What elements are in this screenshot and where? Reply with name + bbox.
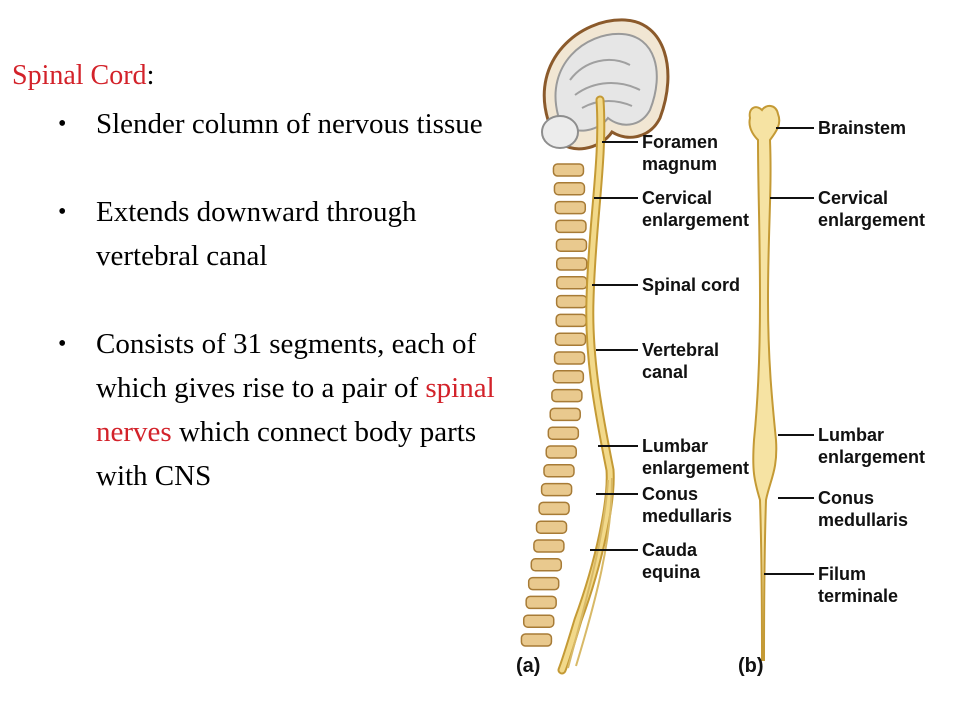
bullet-dot: •: [58, 111, 67, 137]
structure-label: Filum: [818, 564, 866, 584]
vertebra: [555, 313, 587, 328]
panel-b-tag: (b): [738, 655, 764, 677]
structure-label: Lumbar: [818, 425, 884, 445]
vertebra: [555, 219, 587, 234]
structure-label: Conus: [818, 488, 874, 508]
bullet-dot: •: [58, 331, 67, 357]
vertebra: [555, 294, 588, 309]
vertebra: [522, 614, 555, 628]
structure-label: equina: [642, 562, 701, 582]
bullet-text: Extends downward through vertebral canal: [96, 196, 417, 272]
vertebra: [547, 426, 580, 440]
vertebra: [556, 276, 588, 290]
vertebra: [527, 576, 560, 591]
structure-label: enlargement: [642, 458, 749, 478]
vertebra: [530, 558, 563, 572]
bullet-text: Consists of 31 segments, each of which g…: [96, 328, 477, 404]
structure-label: enlargement: [818, 447, 925, 467]
vertebra: [551, 388, 583, 403]
vertebra: [552, 370, 585, 384]
structure-label: Cervical: [818, 188, 888, 208]
bullet-text: Slender column of nervous tissue: [96, 108, 483, 140]
vertebra: [525, 595, 557, 610]
structure-label: Lumbar: [642, 436, 708, 456]
vertebra: [555, 238, 588, 252]
vertebral-column: [520, 163, 588, 647]
heading-title: Spinal Cord: [12, 60, 147, 91]
bullet-item: • Consists of 31 segments, each of which …: [12, 322, 506, 498]
structure-label: medullaris: [642, 506, 732, 526]
vertebra: [543, 464, 575, 478]
highlighted-term: spinal nerves: [96, 372, 495, 448]
bullet-text: which connect body parts with CNS: [96, 416, 477, 492]
structure-label: Vertebral: [642, 340, 719, 360]
structure-label: canal: [642, 362, 688, 382]
vertebra: [554, 200, 587, 215]
structure-label: Conus: [642, 484, 698, 504]
structure-label: Foramen: [642, 132, 718, 152]
vertebra: [555, 257, 588, 271]
panel-a-tag: (a): [516, 655, 540, 677]
vertebra: [538, 501, 570, 516]
skull: [541, 18, 670, 151]
vertebra: [520, 633, 553, 647]
slide-text: Spinal Cord: • Slender column of nervous …: [12, 58, 512, 542]
bullet-item: • Slender column of nervous tissue: [12, 102, 526, 146]
structure-label: enlargement: [818, 210, 925, 230]
structure-label: enlargement: [642, 210, 749, 230]
isolated-spinal-cord: [748, 104, 781, 661]
structure-label: Cauda: [642, 540, 698, 560]
structure-label: terminale: [818, 586, 898, 606]
vertebra: [533, 539, 565, 553]
bullet-list: • Slender column of nervous tissue • Extend…: [12, 102, 512, 498]
vertebra: [540, 482, 573, 497]
vertebra: [545, 445, 577, 459]
structure-label: Brainstem: [818, 118, 906, 138]
panel-b-labels: BrainstemCervicalenlargementLumbarenlarg…: [764, 118, 925, 606]
cerebellum: [541, 115, 579, 149]
structure-label: Spinal cord: [642, 275, 740, 295]
panel-a-illustration: [520, 18, 670, 675]
structure-label: magnum: [642, 154, 717, 174]
vertebra: [549, 407, 581, 422]
vertebra: [553, 351, 586, 365]
vertebra: [554, 332, 587, 346]
vertebra: [535, 520, 568, 534]
cauda-equina-nerves: [567, 477, 613, 669]
vertebra: [552, 163, 585, 177]
bullet-dot: •: [58, 199, 67, 225]
slide-heading: Spinal Cord:: [12, 58, 512, 94]
vertebra: [553, 182, 586, 196]
panel-b-illustration: [748, 104, 781, 661]
structure-label: Cervical: [642, 188, 712, 208]
bullet-item: • Extends downward through vertebral cana…: [12, 190, 426, 278]
structure-label: medullaris: [818, 510, 908, 530]
heading-suffix: :: [146, 60, 155, 91]
